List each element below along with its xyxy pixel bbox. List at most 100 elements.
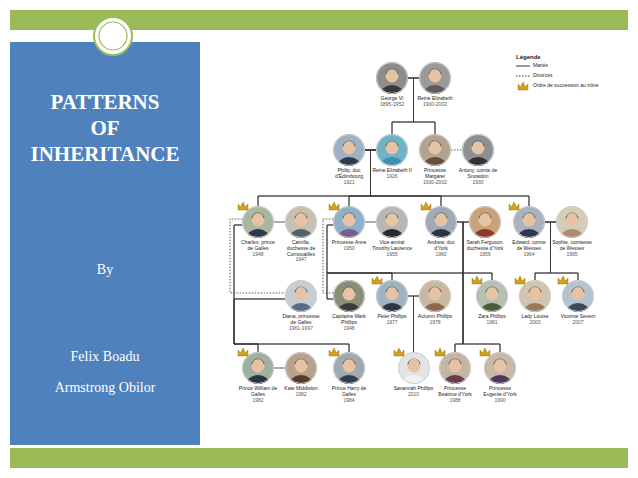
life-dates: 1982	[238, 398, 278, 404]
portrait-photo	[376, 206, 408, 238]
person-node: Reine Elizabeth II1926	[372, 134, 412, 180]
crown-icon	[238, 202, 248, 210]
life-dates: 1990	[480, 398, 520, 404]
portrait-photo	[513, 206, 545, 238]
person-name: Prince Harry de Galles	[329, 386, 369, 398]
crown-icon	[394, 348, 404, 356]
life-dates: 1960	[421, 252, 461, 258]
life-dates: 1930	[458, 180, 498, 186]
crown-icon	[558, 276, 568, 284]
crown-icon	[435, 348, 445, 356]
person-node: Philip, duc d'Édimbourg1921	[329, 134, 369, 185]
person-node: Reine Elizabeth1900-2002	[415, 62, 455, 108]
descent-line	[234, 299, 349, 352]
life-dates: 1961-1997	[281, 326, 321, 332]
person-node: Zara Phillips1981	[472, 280, 512, 326]
person-node: Andrew, duc d'York1960	[421, 206, 461, 257]
life-dates: 1950	[329, 246, 369, 252]
portrait-photo	[439, 352, 471, 384]
life-dates: 1955	[372, 252, 412, 258]
person-node: Prince Harry de Galles1984	[329, 352, 369, 403]
person-node: Diana, princesse de Galles1961-1997	[281, 280, 321, 331]
life-dates: 1921	[329, 180, 369, 186]
life-dates: 1984	[329, 398, 369, 404]
divorce-line	[451, 150, 462, 151]
person-name: Charles, prince de Galles	[238, 240, 278, 252]
person-node: Sophie, comtesse de Wessex1965	[552, 206, 592, 257]
person-name: Vice-amiral Timothy Laurence	[372, 240, 412, 252]
portrait-photo	[376, 280, 408, 312]
marriage-line	[365, 222, 376, 223]
legend-row: Ordre de succession au trône	[516, 82, 608, 90]
portrait-photo	[333, 206, 365, 238]
person-name: Princesse Margaret	[415, 168, 455, 180]
author-text: Armstrong Obilor	[10, 379, 200, 397]
descent-line	[408, 296, 414, 352]
person-node: Autumn Phillips1978	[415, 280, 455, 326]
life-dates: 2003	[515, 320, 555, 326]
marriage-line-sample	[516, 66, 530, 67]
portrait-photo	[333, 134, 365, 166]
crown-icon	[515, 276, 525, 284]
person-node: Prince William de Galles1982	[238, 352, 278, 403]
life-dates: 1988	[435, 398, 475, 404]
crown-icon	[329, 348, 339, 356]
portrait-photo	[242, 206, 274, 238]
portrait-photo	[556, 206, 588, 238]
person-node: Princesse Beatrice d'York1988	[435, 352, 475, 403]
crown-icon	[518, 82, 528, 90]
legend-box: LégendeMariésDivorcésOrdre de succession…	[516, 54, 608, 92]
person-node: Capitaine Mark Phillips1948	[329, 280, 369, 331]
portrait-photo	[242, 352, 274, 384]
portrait-photo	[519, 280, 551, 312]
person-node: George VI1895-1952	[372, 62, 412, 108]
portrait-photo	[425, 206, 457, 238]
life-dates: 1948	[329, 326, 369, 332]
person-name: Diana, princesse de Galles	[281, 314, 321, 326]
person-name: Philip, duc d'Édimbourg	[329, 168, 369, 180]
divorce-line	[323, 219, 333, 293]
marriage-line	[274, 368, 285, 369]
person-node: Lady Louise2003	[515, 280, 555, 326]
person-name: Andrew, duc d'York	[421, 240, 461, 252]
portrait-photo	[419, 280, 451, 312]
descent-line	[371, 150, 530, 206]
legend-text: Mariés	[533, 63, 548, 69]
crown-icon	[372, 276, 382, 284]
marriage-line	[274, 222, 285, 223]
life-dates: 1977	[372, 320, 412, 326]
crown-icon	[329, 202, 339, 210]
life-dates: 1959	[465, 252, 505, 258]
life-dates: 1930-2002	[415, 180, 455, 186]
portrait-photo	[419, 62, 451, 94]
descent-line	[327, 225, 492, 280]
portrait-photo	[462, 134, 494, 166]
person-node: Savannah Phillips2010	[394, 352, 434, 398]
life-dates: 2007	[558, 320, 598, 326]
crown-icon	[480, 348, 490, 356]
person-node: Peter Phillips1977	[372, 280, 412, 326]
ornament-ring	[94, 17, 132, 55]
portrait-photo	[562, 280, 594, 312]
legend-sample	[516, 72, 530, 80]
divorce-line-sample	[516, 76, 530, 77]
person-node: Princesse Margaret1930-2002	[415, 134, 455, 185]
life-dates: 1900-2002	[415, 102, 455, 108]
person-node: Princesse Eugenie d'York1990	[480, 352, 520, 403]
person-node: Charles, prince de Galles1948	[238, 206, 278, 257]
life-dates: 1964	[509, 252, 549, 258]
portrait-photo	[333, 352, 365, 384]
portrait-photo	[476, 280, 508, 312]
author-text: By	[10, 261, 200, 279]
bottom-band	[10, 448, 628, 468]
portrait-photo	[469, 206, 501, 238]
descent-line	[258, 150, 371, 206]
person-node: Edward, comte de Wessex1964	[509, 206, 549, 257]
life-dates: 1965	[552, 252, 592, 258]
crown-icon	[238, 348, 248, 356]
portrait-photo	[333, 280, 365, 312]
person-node: Antony, comte de Snowdon1930	[458, 134, 498, 185]
person-name: Sarah Ferguson, duchesse d'York	[465, 240, 505, 252]
